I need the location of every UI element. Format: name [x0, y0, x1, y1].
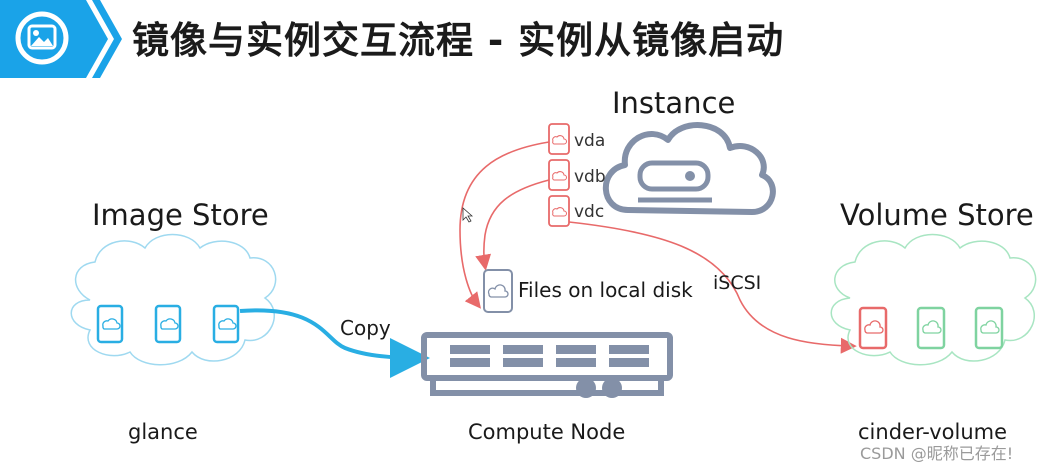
image-store-cloud [70, 233, 277, 366]
volume-store-disk [916, 306, 946, 350]
vdc-label: vdc [574, 202, 605, 222]
image-icon [15, 11, 69, 65]
mouse-cursor-icon [462, 207, 474, 223]
image-store-disk [154, 304, 182, 344]
iscsi-arrow [568, 221, 857, 354]
local-disk-file-icon [483, 269, 513, 313]
instance-cloud [602, 122, 776, 215]
vda-label: vda [574, 131, 606, 151]
instance-label: Instance [612, 86, 736, 120]
volume-store-label: Volume Store [840, 198, 1034, 232]
cinder-volume-label: cinder-volume [858, 420, 1008, 444]
local-disk-label: Files on local disk [518, 278, 693, 302]
copy-arrow [239, 308, 430, 378]
header-bar: 镜像与实例交互流程 - 实例从镜像启动 [0, 0, 1051, 78]
volume-store-disk [974, 306, 1004, 350]
copy-label: Copy [340, 316, 391, 340]
volume-store-disk-active [858, 306, 888, 350]
compute-node-label: Compute Node [468, 420, 626, 444]
header-banner [0, 0, 122, 78]
iscsi-label: iSCSI [713, 272, 762, 294]
volume-store-cloud [830, 233, 1037, 366]
disk-vda [548, 123, 570, 155]
page-title: 镜像与实例交互流程 - 实例从镜像启动 [132, 19, 785, 62]
image-store-label: Image Store [92, 198, 269, 232]
disk-vdc [548, 195, 570, 227]
glance-label: glance [128, 420, 198, 444]
disk-vdb [548, 159, 570, 191]
vdb-arrow [475, 179, 550, 271]
image-store-disk [96, 304, 124, 344]
watermark: CSDN @昵称已存在! [860, 444, 1014, 463]
vdb-label: vdb [574, 167, 606, 187]
image-store-disk [212, 304, 240, 344]
compute-node-server [421, 332, 673, 398]
vda-arrow [459, 141, 550, 309]
